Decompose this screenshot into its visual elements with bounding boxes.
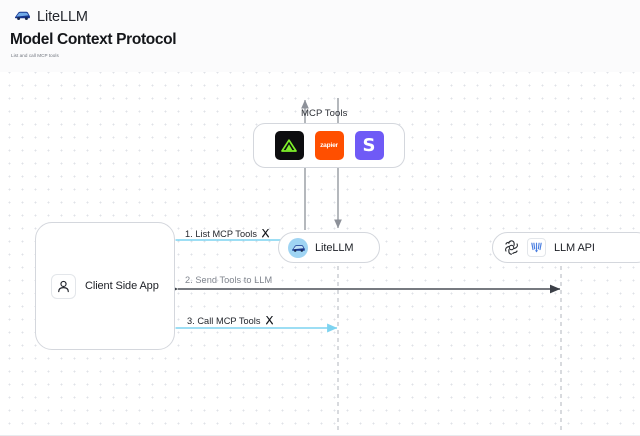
page-title: Model Context Protocol: [10, 31, 177, 48]
slack-tool-icon[interactable]: S: [354, 131, 384, 160]
node-client-side-app[interactable]: Client Side App: [35, 222, 175, 350]
tools-icon: [264, 315, 275, 326]
step-2-label: 2. Send Tools to LLM: [185, 275, 272, 285]
node-litellm-label: LiteLLM: [315, 241, 354, 254]
mcp-tools-label: MCP Tools: [301, 108, 348, 119]
node-llm-api[interactable]: LLM API: [492, 232, 640, 263]
litellm-logo-icon: [288, 237, 308, 258]
diagram-canvas: MCP Tools zapier S LiteLLM: [0, 72, 640, 436]
anthropic-icon: [527, 238, 546, 257]
step-1-label: 1. List MCP Tools: [185, 228, 271, 239]
zapier-tool-icon[interactable]: zapier: [314, 131, 344, 160]
mountain-tool-icon[interactable]: [274, 131, 304, 160]
app-header: LiteLLM Model Context Protocol List and …: [0, 0, 640, 72]
node-llm-api-label: LLM API: [554, 241, 595, 254]
user-icon: [51, 273, 76, 299]
litellm-logo-icon: [14, 8, 31, 26]
step-3-label: 3. Call MCP Tools: [187, 315, 275, 326]
brand-name: LiteLLM: [37, 9, 88, 25]
step-1-text: 1. List MCP Tools: [185, 228, 257, 239]
node-client-side-app-label: Client Side App: [85, 280, 159, 292]
openai-icon: [502, 238, 521, 257]
step-2-text: 2. Send Tools to LLM: [185, 275, 273, 285]
tools-icon: [260, 228, 271, 239]
node-litellm[interactable]: LiteLLM: [278, 232, 380, 263]
brand: LiteLLM: [14, 8, 88, 26]
page-subtitle: List and call MCP tools: [11, 53, 59, 58]
step-3-text: 3. Call MCP Tools: [187, 315, 261, 326]
connector-layer: [166, 98, 562, 432]
mcp-tools-group[interactable]: zapier S: [253, 123, 405, 168]
